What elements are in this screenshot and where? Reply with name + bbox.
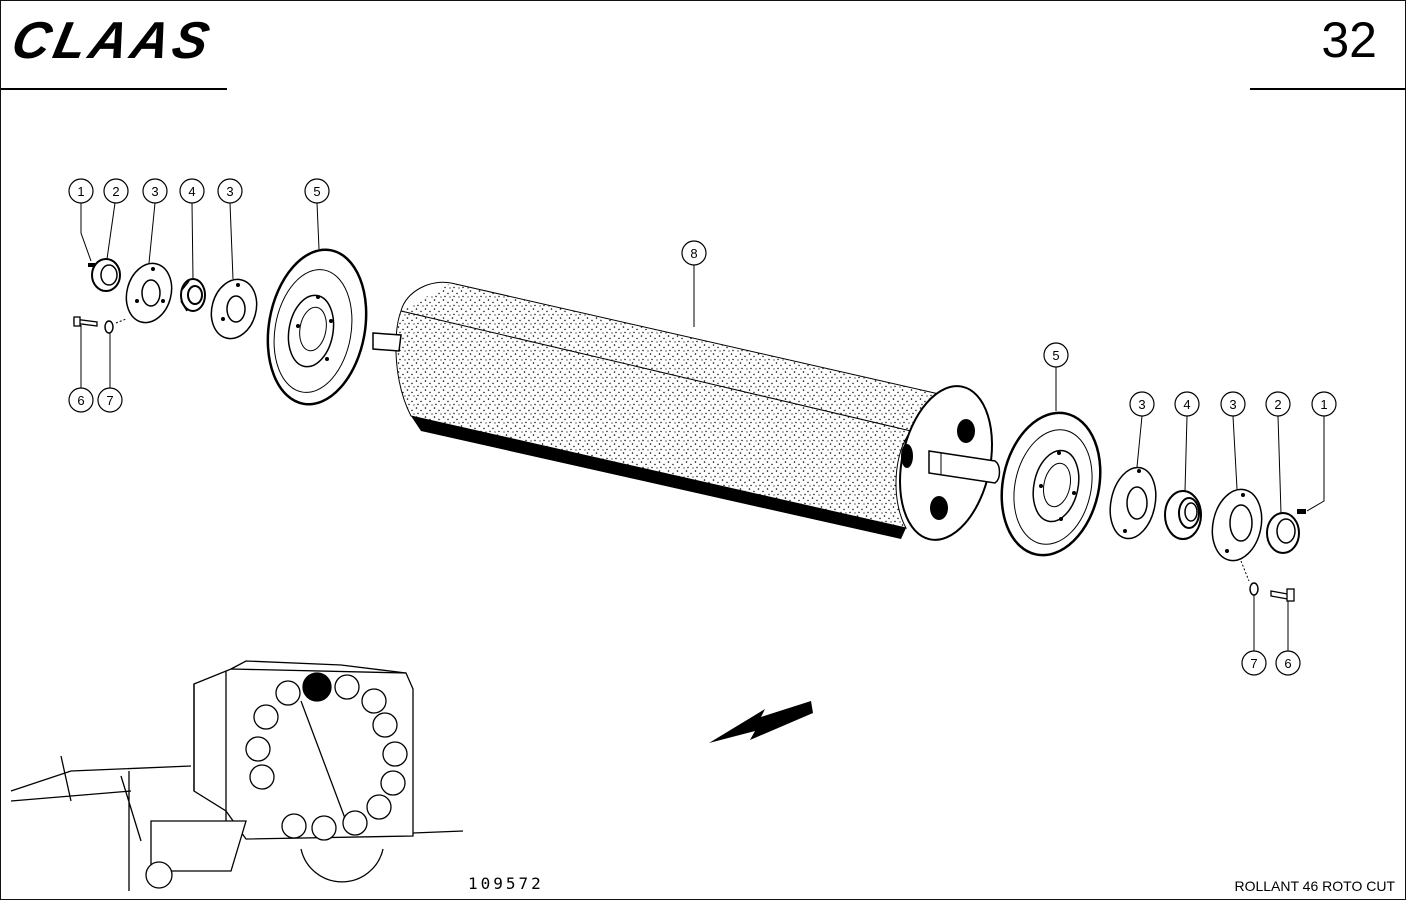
callout-3-left-b: 3 xyxy=(217,178,243,204)
left-disk-part-5 xyxy=(266,248,368,406)
model-name: ROLLANT 46 ROTO CUT xyxy=(1234,878,1395,894)
roller-body xyxy=(372,281,1001,541)
header-rule-left xyxy=(1,88,227,90)
right-disk-part-5 xyxy=(1000,411,1102,557)
svg-text:2: 2 xyxy=(1274,397,1281,412)
callout-4-right: 4 xyxy=(1174,391,1200,417)
callout-5-left: 5 xyxy=(304,178,330,204)
drawing-number: 109572 xyxy=(468,874,544,893)
callout-6-left: 6 xyxy=(68,387,94,413)
svg-text:4: 4 xyxy=(188,184,195,199)
svg-text:3: 3 xyxy=(151,184,158,199)
svg-text:5: 5 xyxy=(313,184,320,199)
callout-1-right: 1 xyxy=(1311,391,1337,417)
callout-3-right-b: 3 xyxy=(1220,391,1246,417)
left-bearing-stack xyxy=(73,258,258,340)
svg-text:3: 3 xyxy=(1229,397,1236,412)
callout-4-left: 4 xyxy=(179,178,205,204)
svg-text:8: 8 xyxy=(690,246,697,261)
callout-1-left: 1 xyxy=(68,178,94,204)
callout-5-right: 5 xyxy=(1043,342,1069,368)
callout-8: 8 xyxy=(681,240,707,266)
header-rule-right xyxy=(1250,88,1406,90)
svg-text:6: 6 xyxy=(1284,656,1291,671)
callout-3-left-a: 3 xyxy=(142,178,168,204)
svg-text:7: 7 xyxy=(1250,656,1257,671)
callout-2-left: 2 xyxy=(103,178,129,204)
svg-text:1: 1 xyxy=(77,184,84,199)
leader-lines xyxy=(80,202,1325,651)
svg-text:1: 1 xyxy=(1320,397,1327,412)
right-bearing-stack xyxy=(1109,466,1306,602)
svg-text:3: 3 xyxy=(226,184,233,199)
svg-text:3: 3 xyxy=(1138,397,1145,412)
baler-location-sketch xyxy=(10,660,464,891)
callout-7-right: 7 xyxy=(1241,650,1267,676)
page-number: 32 xyxy=(1321,12,1377,68)
svg-text:5: 5 xyxy=(1052,348,1059,363)
direction-arrow-icon xyxy=(709,701,813,743)
callout-6-right: 6 xyxy=(1275,650,1301,676)
svg-text:2: 2 xyxy=(112,184,119,199)
callout-3-right-a: 3 xyxy=(1129,391,1155,417)
svg-text:6: 6 xyxy=(77,393,84,408)
callout-2-right: 2 xyxy=(1265,391,1291,417)
svg-text:7: 7 xyxy=(106,393,113,408)
callout-7-left: 7 xyxy=(97,387,123,413)
svg-text:4: 4 xyxy=(1183,397,1190,412)
